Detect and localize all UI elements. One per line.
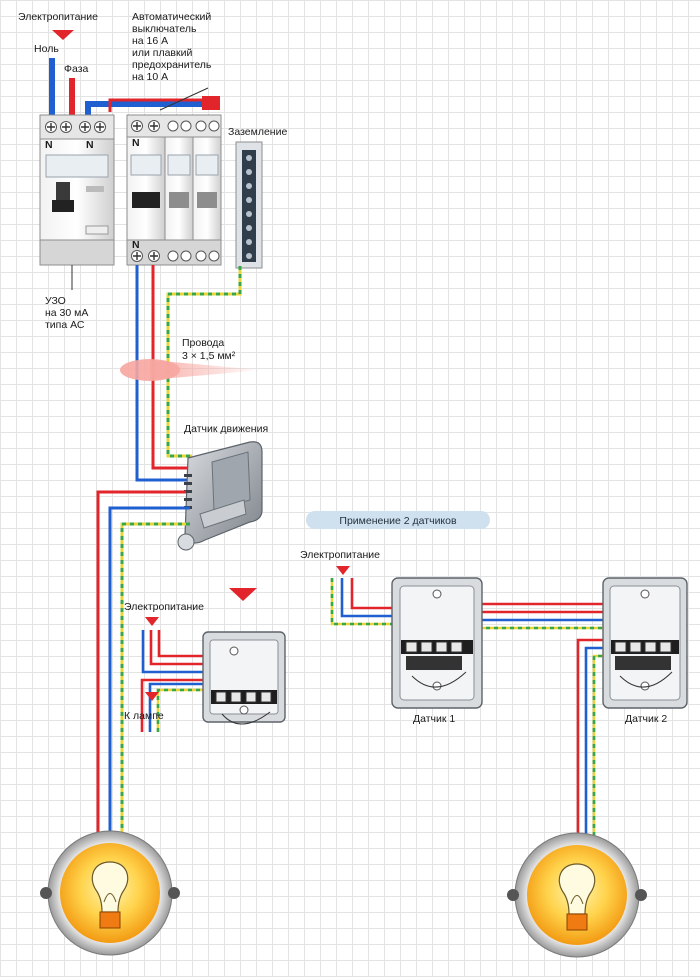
power-arrow-icon	[145, 617, 159, 626]
lamp-left	[40, 830, 180, 956]
arrow-icon	[229, 588, 257, 601]
sensor-2-label: Датчик 2	[625, 713, 667, 725]
power-supply-label: Электропитание	[18, 11, 98, 23]
rcd-device: N N	[39, 114, 115, 290]
rcd-label: УЗО на 30 мА типа АС	[45, 295, 91, 331]
main-cable	[135, 265, 242, 482]
two-sensors-badge	[306, 511, 490, 529]
sensor-box-1	[391, 577, 483, 709]
power-supply-label-left: Электропитание	[124, 601, 204, 613]
power-arrow-icon	[336, 566, 350, 575]
supply-wires	[49, 58, 220, 118]
ground-label: Заземление	[228, 126, 287, 138]
power-arrow-icon	[52, 30, 74, 40]
sensor-box-2	[602, 577, 688, 709]
sensor-to-lamp-wires	[96, 490, 190, 840]
svg-text:N: N	[132, 137, 140, 149]
to-lamp-arrow-icon	[145, 692, 159, 701]
neutral-label: Ноль	[34, 43, 59, 55]
breaker-label: Автоматический выключатель на 16 А или п…	[132, 11, 214, 83]
breaker-block: N N	[126, 114, 222, 266]
motion-sensor-label: Датчик движения	[184, 423, 268, 435]
sensor-1-label: Датчик 1	[413, 713, 455, 725]
wire-spec-label: Провода 3 × 1,5 мм²	[182, 337, 236, 362]
ground-bus-bar	[235, 141, 263, 269]
sensor-box-left	[202, 631, 286, 725]
motion-sensor	[177, 441, 263, 551]
phase-label: Фаза	[64, 63, 89, 75]
cable-highlight-tail	[150, 360, 262, 380]
lamp-right	[507, 832, 647, 958]
svg-text:N: N	[45, 139, 53, 151]
power-supply-label-right: Электропитание	[300, 549, 380, 561]
svg-text:N: N	[86, 139, 94, 151]
to-lamp-label: К лампе	[124, 710, 164, 722]
two-sensors-title: Применение 2 датчиков	[339, 515, 457, 527]
svg-text:N: N	[132, 239, 140, 251]
